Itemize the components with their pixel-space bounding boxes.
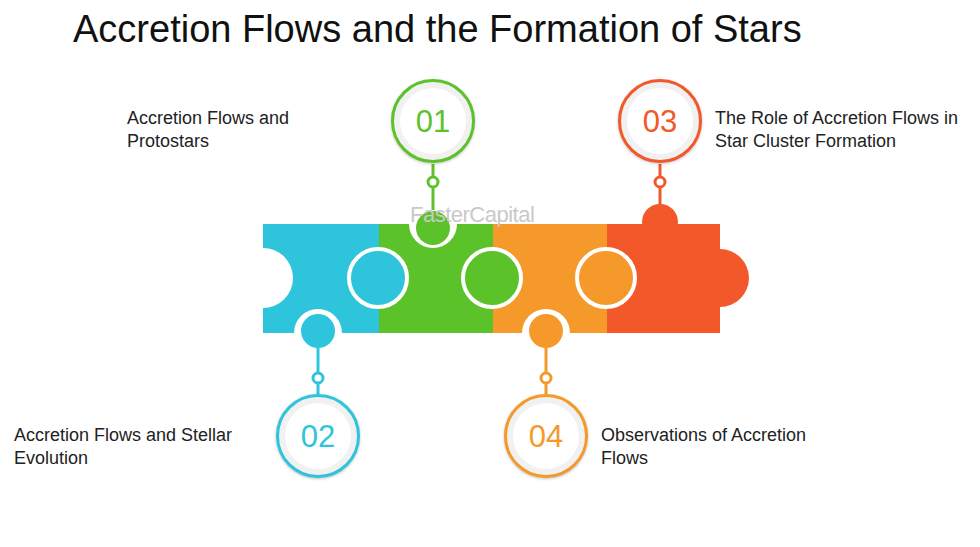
puzzle-knob (349, 249, 407, 307)
puzzle-knob (577, 249, 635, 307)
leader-ring (655, 177, 665, 187)
puzzle-knob (529, 314, 563, 348)
puzzle-notch (233, 248, 293, 308)
leader-line (317, 348, 320, 394)
callout-number: 03 (643, 106, 677, 137)
puzzle-knob (642, 204, 678, 240)
watermark: FasterCapital (410, 202, 534, 228)
leader-ring (313, 373, 323, 383)
puzzle-knob (301, 314, 335, 348)
leader-ring (541, 373, 551, 383)
puzzle-knob (691, 249, 749, 307)
callout-label: Accretion Flows and Stellar Evolution (14, 424, 264, 470)
callout-circle: 01Accretion Flows and Protostars (391, 79, 475, 163)
callout-label: Accretion Flows and Protostars (127, 107, 327, 153)
diagram-title: Accretion Flows and the Formation of Sta… (73, 8, 802, 51)
callout-circle: 04Observations of Accretion Flows (504, 394, 588, 478)
callout-label: Observations of Accretion Flows (601, 424, 851, 470)
callout-number: 04 (529, 421, 563, 452)
callout-circle: 03The Role of Accretion Flows in Star Cl… (618, 79, 702, 163)
callout-number: 02 (301, 421, 335, 452)
callout-label: The Role of Accretion Flows in Star Clus… (715, 107, 976, 153)
callout-number: 01 (416, 106, 450, 137)
callout-circle: 02Accretion Flows and Stellar Evolution (276, 394, 360, 478)
puzzle-knob (463, 249, 521, 307)
leader-ring (428, 177, 438, 187)
leader-line (545, 348, 548, 394)
